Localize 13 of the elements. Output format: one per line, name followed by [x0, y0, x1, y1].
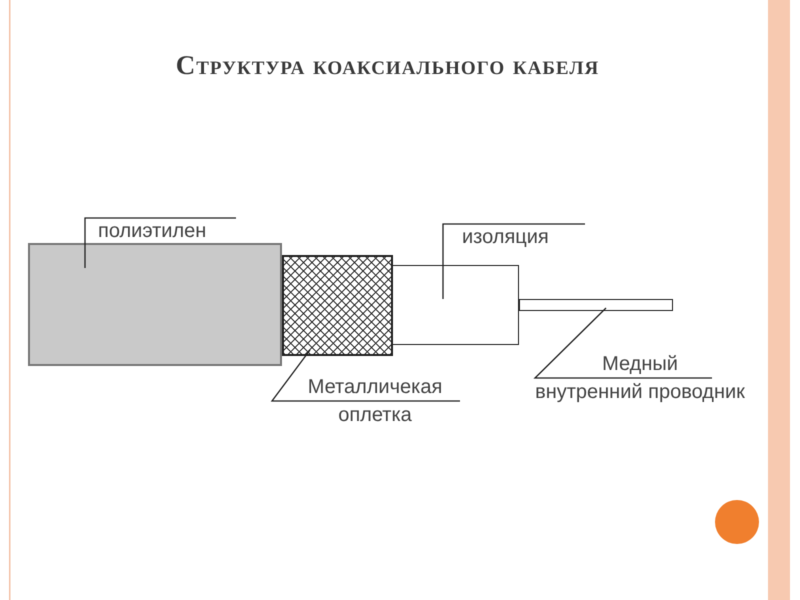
- insulation-layer: [393, 265, 519, 345]
- cable-jacket: [28, 243, 282, 366]
- part-label: Металличекая оплетка: [290, 373, 460, 429]
- part-label: полиэтилен: [98, 218, 206, 243]
- leader-line: [270, 350, 460, 402]
- copper-conductor: [519, 299, 673, 311]
- braided-shield: [282, 255, 393, 356]
- slide-title: Структура коаксиального кабеля: [174, 50, 600, 81]
- part-label: изоляция: [462, 224, 549, 249]
- part-label: Медный внутренний проводник: [515, 350, 765, 406]
- leader-line: [442, 223, 585, 299]
- leader-line: [84, 217, 236, 268]
- leader-line: [533, 308, 712, 379]
